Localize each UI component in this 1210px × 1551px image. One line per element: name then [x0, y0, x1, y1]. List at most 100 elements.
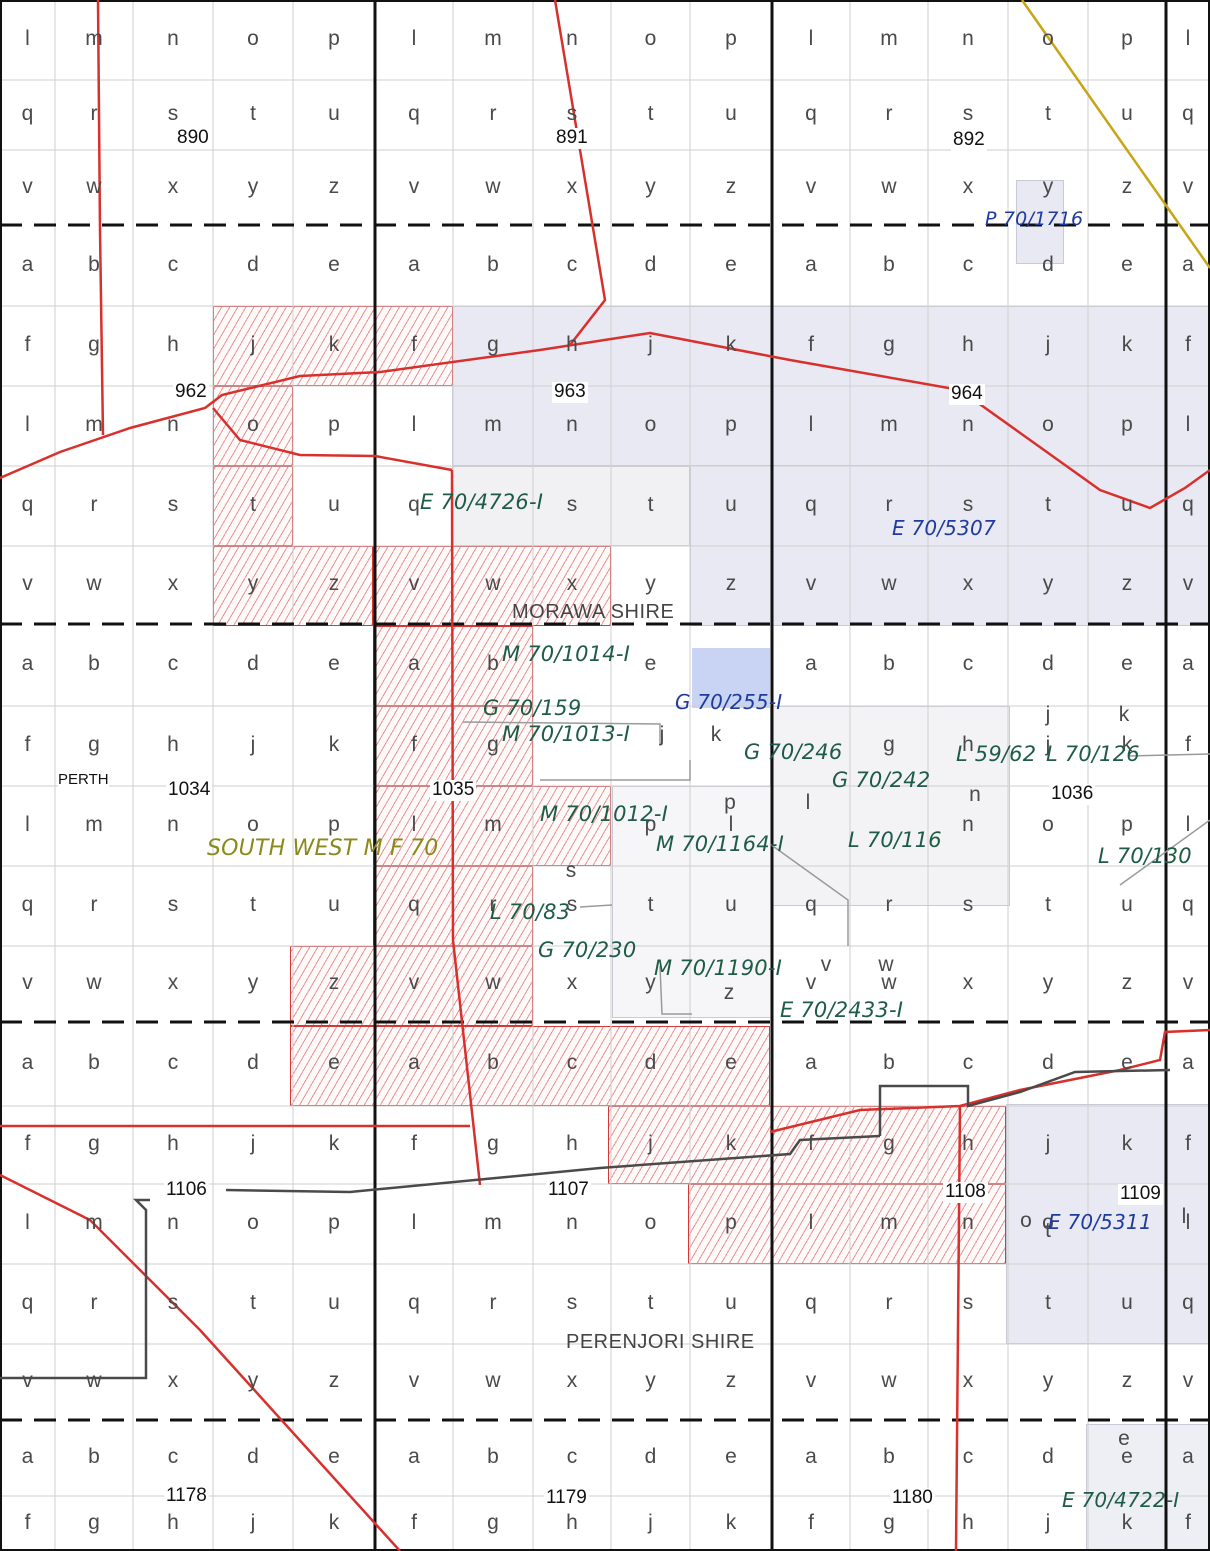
grid-cell-letter: b — [883, 252, 895, 276]
grid-cell-letter: g — [88, 333, 100, 356]
grid-cell-letter: j — [250, 733, 256, 756]
grid-cell-letter: w — [881, 572, 897, 595]
grid-cell-letter: g — [883, 1132, 895, 1155]
grid-cell-letter: b — [487, 252, 499, 276]
grid-cell-letter: p — [724, 791, 736, 814]
grid-cell-letter: h — [167, 1132, 179, 1155]
grid-cell-letter: e — [1121, 652, 1133, 675]
grid-cell-letter: r — [489, 102, 497, 125]
grid-cell-letter: a — [805, 1051, 817, 1074]
grid-cell-letter: u — [725, 102, 737, 125]
tenement-label: M 70/1013-I — [502, 722, 631, 746]
grid-cell-letter: o — [1042, 413, 1054, 436]
grid-cell-letter: q — [21, 102, 34, 125]
grid-cell-letter: t — [647, 1291, 654, 1314]
grid-cell-letter: r — [885, 493, 893, 516]
grid-cell-letter: b — [88, 652, 100, 675]
grid-cell-letter: r — [90, 1291, 98, 1314]
grid-cell-letter: k — [1121, 1132, 1133, 1155]
grid-cell-letter: l — [25, 413, 30, 436]
tenement-label: E 70/5307 — [892, 516, 996, 540]
grid-cell-letter: k — [1121, 733, 1133, 756]
grid-cell-letter: h — [962, 1510, 974, 1534]
grid-cell-letter: r — [90, 102, 98, 125]
grid-cell-letter: m — [484, 813, 502, 836]
grid-cell-letter: x — [167, 971, 179, 994]
grid-cell-letter: b — [487, 1051, 499, 1074]
grid-cell-letter: o — [247, 813, 259, 836]
tenement-label: G 70/159 — [483, 696, 582, 720]
grid-cell-letter: e — [328, 1051, 340, 1074]
grid-cell-letter: a — [21, 1051, 34, 1074]
grid-cell-letter: g — [487, 1132, 499, 1155]
grid-cell-letter: a — [1182, 252, 1194, 276]
sheet-number: 1036 — [1049, 783, 1096, 805]
grid-cell-letter: d — [1042, 652, 1054, 675]
grid-cell-letter: g — [883, 733, 895, 756]
grid-cell-letter: d — [1042, 1445, 1054, 1468]
grid-cell-letter: g — [88, 733, 100, 756]
grid-cell-letter: r — [885, 893, 893, 916]
grid-cell-letter: s — [167, 1291, 179, 1314]
grid-cell-letter: v — [1182, 971, 1194, 994]
grid-cell-letter: h — [962, 333, 974, 356]
tenement-label: E 70/4722-I — [1062, 1488, 1180, 1512]
grid-cell-letter: v — [820, 953, 832, 976]
grid-cell-letter: e — [725, 252, 737, 276]
grid-cell-letter: o — [1042, 27, 1054, 50]
grid-cell-letter: z — [328, 971, 340, 994]
grid-cell-letter: z — [725, 174, 737, 198]
grid-cell-letter: u — [725, 1291, 737, 1314]
grid-cell-letter: e — [1118, 1427, 1130, 1450]
grid-cell-letter: d — [644, 1445, 657, 1468]
grid-cell-letter: c — [962, 1051, 974, 1074]
grid-cell-letter: f — [411, 1510, 417, 1534]
grid-cell-letter: j — [250, 1132, 256, 1155]
grid-cell-letter: f — [808, 333, 814, 356]
grid-cell-letter: h — [167, 733, 179, 756]
grid-cell-letter: x — [566, 572, 578, 595]
grid-cell-letter: q — [805, 102, 817, 125]
grid-cell-letter: f — [411, 333, 417, 356]
grid-cell-letter: a — [1182, 652, 1194, 675]
tenement-label: L 70/83 — [490, 900, 571, 924]
grid-cell-letter: l — [728, 813, 734, 836]
grid-cell-letter: t — [250, 1291, 256, 1314]
grid-cell-letter: q — [1182, 1291, 1194, 1314]
grid-cell-letter: x — [962, 572, 974, 595]
grid-cell-letter: g — [487, 733, 499, 756]
grid-cell-letter: q — [408, 493, 420, 516]
grid-cell-letter: g — [883, 1510, 895, 1534]
grid-cell-letter: x — [962, 1369, 974, 1392]
grid-cell-letter: f — [1185, 733, 1191, 756]
grid-cell-letter: j — [1045, 333, 1051, 356]
grid-cell-letter: n — [962, 413, 974, 436]
grid-cell-letter: s — [566, 893, 578, 916]
grid-cell-letter: f — [808, 1132, 814, 1155]
grid-cell-letter: f — [1185, 1510, 1191, 1534]
grid-cell-letter: a — [21, 1445, 34, 1468]
tenement-area-g70-255 — [692, 648, 770, 708]
tenement-label: E 70/2433-I — [780, 998, 904, 1022]
grid-cell-letter: y — [1042, 971, 1054, 994]
grid-cell-letter: x — [962, 971, 974, 994]
grid-cell-letter: l — [25, 1211, 30, 1234]
grid-cell-letter: l — [1181, 1205, 1187, 1228]
grid-cell-letter: k — [710, 723, 722, 746]
grid-cell-letter: s — [566, 102, 578, 125]
grid-cell-letter: k — [328, 733, 340, 756]
grid-cell-letter: p — [725, 1211, 737, 1234]
grid-cell-letter: v — [408, 1369, 420, 1392]
grid-cell-letter: c — [566, 1445, 578, 1468]
grid-cell-letter: q — [408, 102, 420, 125]
grid-cell-letter: t — [250, 493, 256, 516]
grid-cell-letter: z — [1121, 572, 1133, 595]
grid-cell-letter: y — [1042, 572, 1054, 595]
grid-cell-letter: b — [487, 652, 499, 675]
tenement-label: E 70/4726-I — [420, 490, 544, 514]
grid-cell-letter: b — [88, 1445, 100, 1468]
grid-cell-letter: j — [1045, 733, 1051, 756]
grid-cell-letter: d — [247, 652, 259, 675]
hatched-block-963-vwx — [373, 546, 611, 626]
